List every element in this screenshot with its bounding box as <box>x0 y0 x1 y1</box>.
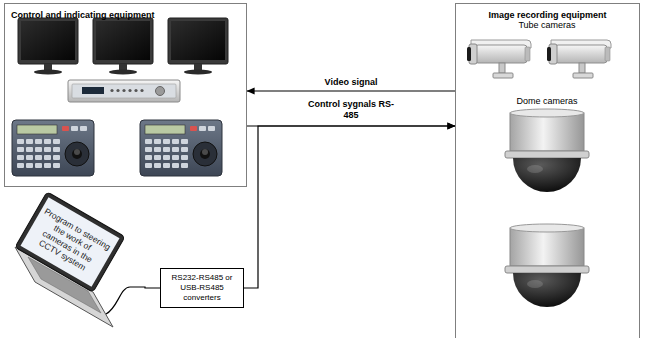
equipment-panel: Control and indicating equipment <box>4 3 247 187</box>
control-keyboards <box>12 120 222 176</box>
equipment-panel: Image recording equipment <box>455 3 640 338</box>
group-label: Tube cameras <box>497 20 597 31</box>
group-label: Dome cameras <box>497 96 597 107</box>
signal-line <box>247 90 455 91</box>
signal-label: Control sygnals RS-485 <box>305 99 397 121</box>
laptop-cable <box>106 287 130 314</box>
converter-box: RS232-RS485 or USB-RS485 converters <box>160 268 244 308</box>
dome-cameras <box>505 109 589 307</box>
monitors <box>18 18 228 75</box>
signal-label: Video signal <box>296 77 406 88</box>
panel-heading: Image recording equipment <box>488 10 606 21</box>
signal-line <box>244 126 455 288</box>
signal-line <box>130 287 160 288</box>
laptop-screen <box>15 192 125 292</box>
video-recorder <box>68 80 180 102</box>
tube-cameras <box>467 40 611 78</box>
panel-heading: Control and indicating equipment <box>11 10 155 21</box>
converter-label: RS232-RS485 or USB-RS485 converters <box>170 273 234 303</box>
laptop: Program to steering the work of cameras … <box>8 190 130 332</box>
